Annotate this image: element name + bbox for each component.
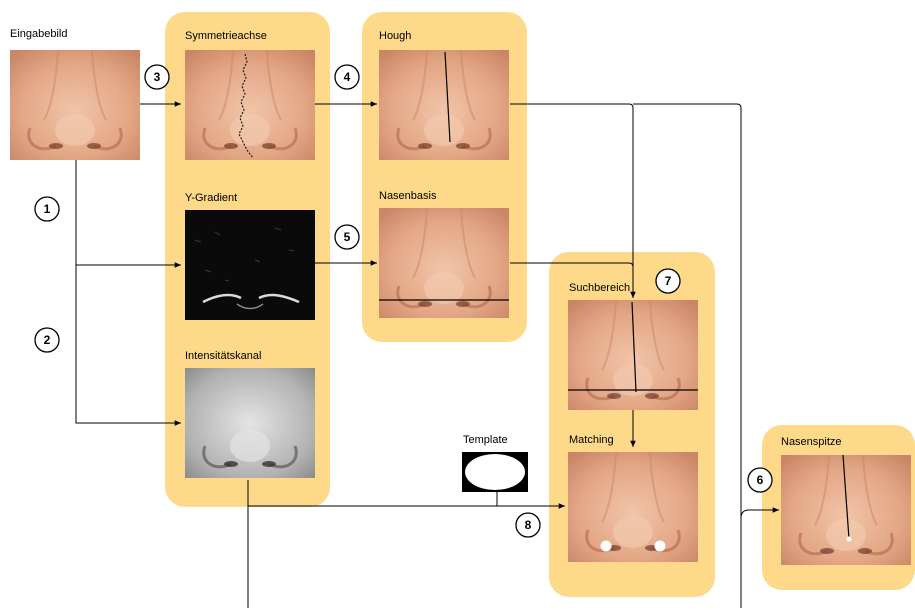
image-intensitaetskanal bbox=[185, 368, 315, 478]
svg-text:4: 4 bbox=[344, 70, 351, 84]
step-badge-7: 7 bbox=[656, 269, 680, 293]
label-nasenbasis: Nasenbasis bbox=[379, 190, 437, 202]
label-eingabebild: Eingabebild bbox=[10, 28, 68, 40]
image-suchbereich bbox=[568, 300, 698, 410]
label-y-gradient: Y-Gradient bbox=[185, 192, 237, 204]
label-nasenspitze: Nasenspitze bbox=[781, 436, 842, 448]
label-symmetrieachse: Symmetrieachse bbox=[185, 30, 267, 42]
label-suchbereich: Suchbereich bbox=[569, 282, 630, 294]
image-nasenbasis bbox=[379, 208, 509, 318]
svg-text:7: 7 bbox=[665, 274, 672, 288]
step-badge-4: 4 bbox=[335, 65, 359, 89]
step-badge-6: 6 bbox=[748, 468, 772, 492]
image-nasenspitze bbox=[781, 455, 911, 565]
step-badge-3: 3 bbox=[145, 65, 169, 89]
label-template: Template bbox=[463, 434, 508, 446]
step-badge-8: 8 bbox=[516, 513, 540, 537]
svg-text:5: 5 bbox=[344, 230, 351, 244]
image-symmetrieachse bbox=[185, 50, 315, 160]
image-eingabebild bbox=[10, 50, 140, 160]
label-matching: Matching bbox=[569, 434, 614, 446]
image-hough bbox=[379, 50, 509, 160]
svg-text:3: 3 bbox=[154, 70, 161, 84]
svg-text:2: 2 bbox=[44, 333, 51, 347]
svg-text:8: 8 bbox=[525, 518, 532, 532]
label-hough: Hough bbox=[379, 30, 411, 42]
image-matching bbox=[568, 452, 698, 562]
image-y-gradient bbox=[185, 210, 315, 320]
step-badge-1: 1 bbox=[35, 197, 59, 221]
svg-text:6: 6 bbox=[757, 473, 764, 487]
svg-text:1: 1 bbox=[44, 202, 51, 216]
image-template bbox=[462, 452, 528, 492]
label-intensitaetskanal: Intensitätskanal bbox=[185, 350, 261, 362]
step-badge-5: 5 bbox=[335, 225, 359, 249]
step-badge-2: 2 bbox=[35, 328, 59, 352]
